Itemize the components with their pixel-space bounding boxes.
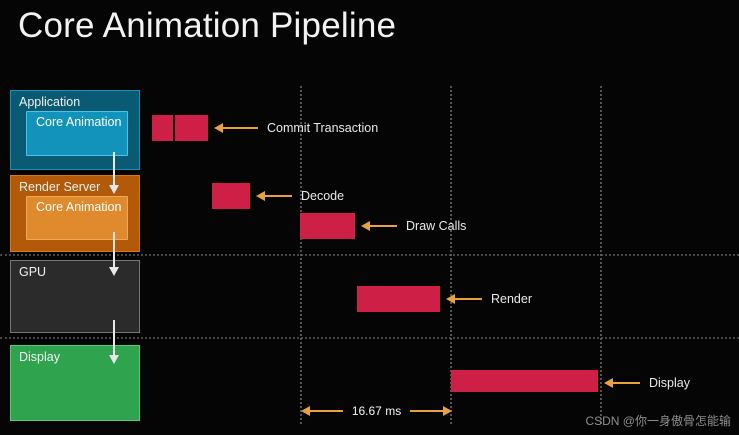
- stage-block-render-server-inner: Core Animation: [26, 196, 128, 240]
- flow-arrow-render-server-to-gpu-icon: [109, 232, 119, 276]
- measure-line-left: [310, 410, 343, 412]
- timing-bar-display: [451, 370, 598, 392]
- callout-arrow-display-icon: [604, 378, 640, 388]
- stage-block-application-inner: Core Animation: [26, 111, 128, 156]
- callout-label-render: Render: [491, 292, 532, 306]
- measure-arrowhead-left-icon: [301, 406, 310, 416]
- callout-label-draw-calls: Draw Calls: [406, 219, 467, 233]
- callout-label-display: Display: [649, 376, 690, 390]
- timing-bar-commit-transaction-divider: [173, 115, 175, 141]
- callout-decode: Decode: [256, 188, 345, 204]
- callout-arrow-render-icon: [446, 294, 482, 304]
- callout-draw-calls: Draw Calls: [361, 218, 467, 234]
- stage-block-display-label: Display: [19, 350, 60, 364]
- flow-arrow-application-to-render-server-icon: [109, 152, 119, 194]
- measure-line-right: [410, 410, 444, 412]
- gridline-horizontal-1: [0, 254, 739, 256]
- callout-display: Display: [604, 375, 690, 391]
- measure-label: 16.67 ms: [351, 404, 402, 418]
- callout-commit-transaction: Commit Transaction: [214, 120, 379, 136]
- callout-render: Render: [446, 291, 532, 307]
- timing-bar-render: [357, 286, 440, 312]
- watermark: CSDN @你一身傲骨怎能输: [585, 414, 731, 428]
- measure-arrowhead-right-icon: [443, 406, 453, 416]
- callout-label-decode: Decode: [301, 189, 345, 203]
- stage-block-application-label: Application: [19, 95, 81, 109]
- page-title: Core Animation Pipeline: [18, 6, 397, 45]
- callout-arrow-decode-icon: [256, 191, 292, 201]
- flow-arrow-gpu-to-display-icon: [109, 320, 119, 364]
- callout-label-commit-transaction: Commit Transaction: [267, 121, 379, 135]
- timing-bar-draw-calls: [300, 213, 355, 239]
- timing-bar-decode: [212, 183, 250, 209]
- frame-duration-measure: 16.67 ms: [301, 403, 453, 419]
- stage-block-gpu-label: GPU: [19, 265, 47, 279]
- gridline-horizontal-2: [0, 337, 739, 339]
- stage-block-application-inner-label: Core Animation: [36, 115, 122, 129]
- stage-block-render-server-inner-label: Core Animation: [36, 200, 122, 214]
- timing-bar-commit-transaction: [152, 115, 208, 141]
- stage-block-render-server: Render Server Core Animation: [10, 175, 140, 252]
- stage-block-gpu: GPU: [10, 260, 140, 333]
- stage-block-display: Display: [10, 345, 140, 421]
- stage-block-render-server-label: Render Server: [19, 180, 101, 194]
- callout-arrow-draw-calls-icon: [361, 221, 397, 231]
- callout-arrow-commit-transaction-icon: [214, 123, 258, 133]
- stage-block-application: Application Core Animation: [10, 90, 140, 170]
